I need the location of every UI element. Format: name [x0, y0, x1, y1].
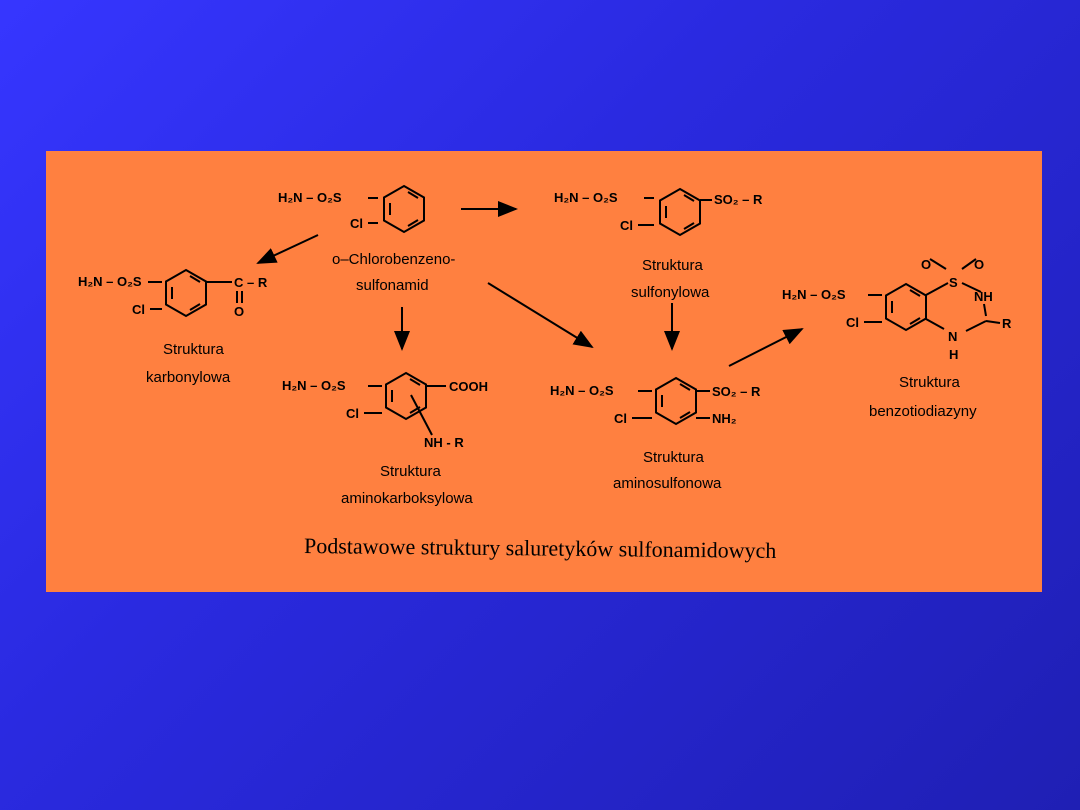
- arrow-icon: [487, 282, 594, 349]
- carbonyl-c-r: C – R: [234, 275, 268, 290]
- carbonyl-h2n-o2s: H₂N – O₂S: [78, 274, 142, 289]
- sulfonyl-so2r: SO₂ – R: [714, 192, 763, 207]
- aminosulfon-structure: H₂N – O₂S Cl SO₂ – R NH₂ Struktura amino…: [550, 377, 761, 492]
- start-name-line2: sulfonamid: [356, 277, 429, 294]
- carbonyl-cl: Cl: [132, 302, 145, 317]
- aminosulfon-nh2: NH₂: [712, 411, 737, 426]
- aminocarboxyl-h2n-o2s: H₂N – O₂S: [282, 378, 346, 393]
- benzene-ring-icon: [165, 269, 207, 317]
- sulfonyl-cl: Cl: [620, 218, 633, 233]
- benzothiadiazine-name-line1: Struktura: [899, 374, 961, 391]
- start-h2n-o2s: H₂N – O₂S: [278, 190, 342, 205]
- benzothiadiazine-s: S: [949, 275, 958, 290]
- sulfonyl-name-line2: sulfonylowa: [631, 284, 710, 301]
- arrow-icon: [256, 234, 319, 264]
- reaction-scheme: H₂N – O₂S Cl o–Chlorobenzeno- sulfonamid…: [78, 185, 1012, 563]
- carbonyl-name-line2: karbonylowa: [146, 369, 231, 386]
- diagram-panel: H₂N – O₂S Cl o–Chlorobenzeno- sulfonamid…: [46, 151, 1042, 592]
- aminosulfon-h2n-o2s: H₂N – O₂S: [550, 383, 614, 398]
- benzothiadiazine-r: R: [1002, 316, 1012, 331]
- benzothiadiazine-h2n-o2s: H₂N – O₂S: [782, 287, 846, 302]
- carbonyl-o: O: [234, 304, 244, 319]
- aminosulfon-so2r: SO₂ – R: [712, 384, 761, 399]
- aminocarboxyl-nhr: NH - R: [424, 435, 464, 450]
- carbonyl-structure: H₂N – O₂S Cl C – R O Struktura karbonylo…: [78, 269, 268, 386]
- aminocarboxyl-name-line2: aminokarboksylowa: [341, 490, 473, 507]
- sulfonyl-structure: H₂N – O₂S Cl SO₂ – R Struktura sulfonylo…: [554, 188, 763, 301]
- benzene-ring-icon: [885, 283, 927, 331]
- benzene-ring-icon: [655, 377, 697, 425]
- sulfonyl-h2n-o2s: H₂N – O₂S: [554, 190, 618, 205]
- benzothiadiazine-o-right: O: [974, 257, 984, 272]
- benzothiadiazine-n: N: [948, 329, 957, 344]
- benzothiadiazine-structure: H₂N – O₂S Cl O O S NH N H R Struktura be…: [782, 257, 1012, 420]
- benzothiadiazine-o-left: O: [921, 257, 931, 272]
- benzothiadiazine-h: H: [949, 347, 958, 362]
- benzothiadiazine-name-line2: benzotiodiazyny: [869, 403, 977, 420]
- benzothiadiazine-nh: NH: [974, 289, 993, 304]
- start-name-line1: o–Chlorobenzeno-: [332, 251, 455, 268]
- start-structure: H₂N – O₂S Cl o–Chlorobenzeno- sulfonamid: [278, 185, 455, 294]
- aminocarboxyl-cl: Cl: [346, 406, 359, 421]
- aminocarboxyl-structure: H₂N – O₂S Cl COOH NH - R Struktura amino…: [282, 372, 488, 507]
- benzothiadiazine-cl: Cl: [846, 315, 859, 330]
- arrow-icon: [728, 328, 804, 367]
- sulfonyl-name-line1: Struktura: [642, 257, 704, 274]
- aminosulfon-name-line1: Struktura: [643, 449, 705, 466]
- carbonyl-name-line1: Struktura: [163, 341, 225, 358]
- aminocarboxyl-name-line1: Struktura: [380, 463, 442, 480]
- start-cl: Cl: [350, 216, 363, 231]
- caption: Podstawowe struktury saluretyków sulfona…: [304, 533, 777, 563]
- aminosulfon-name-line2: aminosulfonowa: [613, 475, 722, 492]
- benzene-ring-icon: [383, 185, 425, 233]
- aminosulfon-cl: Cl: [614, 411, 627, 426]
- benzene-ring-icon: [659, 188, 701, 236]
- aminocarboxyl-cooh: COOH: [449, 379, 488, 394]
